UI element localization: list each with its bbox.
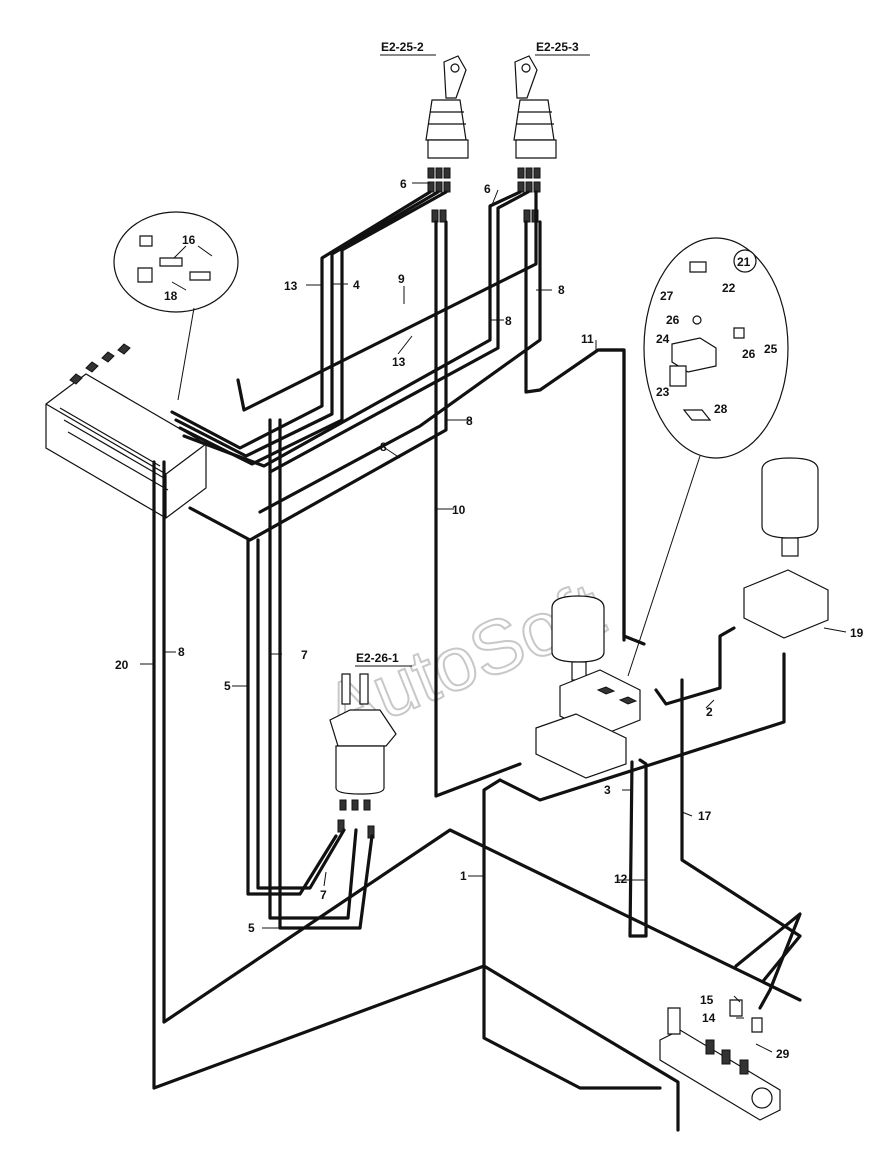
hose-19 [498,652,786,802]
hose-8-right [236,190,538,412]
detail-bubble-fittings [113,211,239,401]
control-valve-block [45,343,207,519]
label-22: 22 [722,281,736,295]
detail-bubble-valve [627,237,789,677]
ref-foot-control: E2-26-1 [356,651,399,665]
label-29: 29 [776,1047,790,1061]
right-valve-assembly [743,457,829,639]
label-27: 27 [660,289,674,303]
label-5b: 5 [248,921,255,935]
label-19: 19 [850,626,864,640]
label-25: 25 [764,342,778,356]
joystick-right [513,55,557,159]
hose-11 [598,348,646,646]
center-valve-assembly [535,595,641,779]
label-8b: 8 [505,314,512,328]
joystick-left [425,55,469,159]
label-3: 3 [604,783,611,797]
hose-7 [268,418,358,920]
hose-9 [268,190,530,474]
label-13b: 13 [392,355,406,369]
leader-lines [140,182,847,1053]
label-17: 17 [698,809,712,823]
label-9: 9 [398,272,405,286]
hose-10b [188,220,448,542]
label-7b: 7 [320,888,327,902]
label-26b: 26 [742,347,756,361]
label-2: 2 [706,705,713,719]
callout-numbers: 6 6 16 18 13 4 9 8 8 13 11 8 8 10 20 8 7… [115,177,864,1061]
ref-joystick-right: E2-25-3 [536,40,579,54]
label-20: 20 [115,658,129,672]
label-10: 10 [452,503,466,517]
hose-8-mid [258,220,542,514]
hose-5b [256,538,346,890]
hose-2 [654,626,736,706]
ref-joystick-left: E2-25-2 [381,40,424,54]
label-11: 11 [581,332,594,346]
hose-17 [680,678,802,982]
label-16: 16 [182,233,196,247]
label-8c: 8 [466,414,473,428]
label-6b: 6 [484,182,491,196]
hose-1 [482,778,662,1090]
label-5a: 5 [224,679,231,693]
hose-20 [152,460,680,1132]
hose-13 [170,190,432,450]
foot-control [329,673,397,839]
label-4: 4 [353,278,360,292]
label-28: 28 [714,402,728,416]
bottom-manifold [659,999,781,1121]
detail-callout-21: 21 [737,255,751,269]
hose-12 [628,758,648,938]
hose-5 [246,538,338,896]
label-13a: 13 [284,279,298,293]
label-18: 18 [164,289,178,303]
hose-15 [734,912,802,1010]
label-6a: 6 [400,177,407,191]
label-1: 1 [460,869,467,883]
hose-6 [182,190,522,468]
hose-4 [174,190,440,458]
label-7a: 7 [301,648,308,662]
hose-8-long [162,460,802,1024]
label-8d: 8 [380,440,387,454]
label-23: 23 [656,385,670,399]
hose-10 [434,220,522,798]
label-14: 14 [702,1011,716,1025]
label-8e: 8 [178,645,185,659]
hose-7b [278,418,374,930]
label-15: 15 [700,993,714,1007]
label-8a: 8 [558,283,565,297]
label-26a: 26 [666,313,680,327]
label-12: 12 [614,872,628,886]
label-24: 24 [656,332,670,346]
